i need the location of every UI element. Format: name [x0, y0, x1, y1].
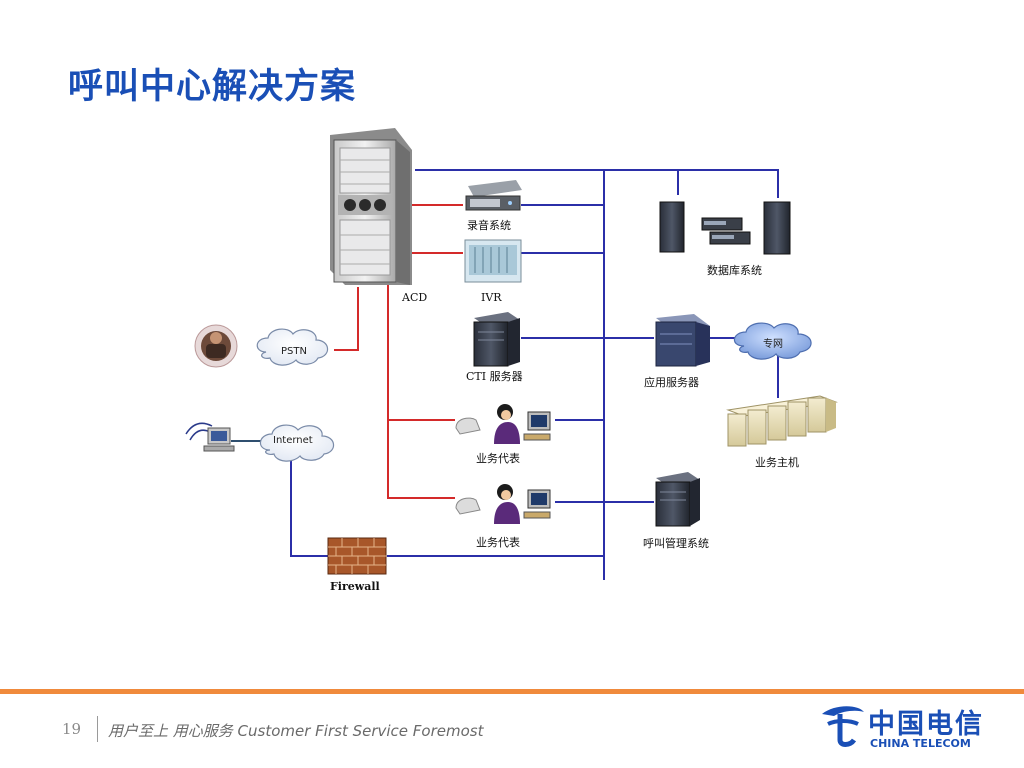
database-system-icon: [659, 201, 791, 255]
agent-workstation-icon: [455, 404, 551, 444]
acd-label: ACD: [401, 291, 427, 304]
logo-text-en: CHINA TELECOM: [870, 737, 971, 750]
ivr-label: IVR: [481, 291, 502, 304]
pstn-label: PSTN: [281, 346, 307, 357]
host-mainframe-icon: [726, 395, 838, 447]
app-server-icon: [655, 314, 710, 367]
cti-server-icon: [473, 312, 520, 367]
database-label: 数据库系统: [707, 263, 762, 277]
caller-person-icon: [194, 324, 238, 368]
page-title: 呼叫中心解决方案: [68, 67, 357, 107]
agent2-label: 业务代表: [476, 535, 520, 549]
call-mgmt-server-icon: [655, 472, 700, 527]
page-number: 19: [62, 720, 82, 738]
logo-text-cn: 中国电信: [868, 709, 984, 740]
app-server-label: 应用服务器: [644, 375, 699, 389]
ivr-icon: [464, 239, 522, 283]
network-lines: [231, 169, 779, 580]
footer-divider: [0, 689, 1024, 694]
acd-cabinet-icon: [330, 128, 412, 285]
internet-cloud-icon: [259, 424, 335, 462]
agent-workstation-icon: [455, 484, 551, 524]
private-net-cloud-icon: [733, 322, 812, 360]
cti-label: CTI 服务器: [466, 370, 523, 383]
china-telecom-logo-icon: [822, 706, 864, 747]
internet-label: Internet: [273, 435, 313, 446]
private-net-label: 专网: [763, 337, 783, 350]
internet-client-icon: [185, 422, 235, 452]
pstn-cloud-icon: [256, 328, 329, 366]
firewall-icon: [327, 537, 387, 575]
footer-slogan: 用户至上 用心服务 Customer First Service Foremos…: [108, 722, 484, 740]
footer-separator: [97, 716, 98, 742]
host-label: 业务主机: [755, 455, 799, 469]
call-mgmt-label: 呼叫管理系统: [643, 536, 709, 550]
recording-label: 录音系统: [467, 218, 511, 232]
recording-system-icon: [465, 180, 522, 211]
agent1-label: 业务代表: [476, 451, 520, 465]
firewall-label: Firewall: [330, 580, 380, 593]
